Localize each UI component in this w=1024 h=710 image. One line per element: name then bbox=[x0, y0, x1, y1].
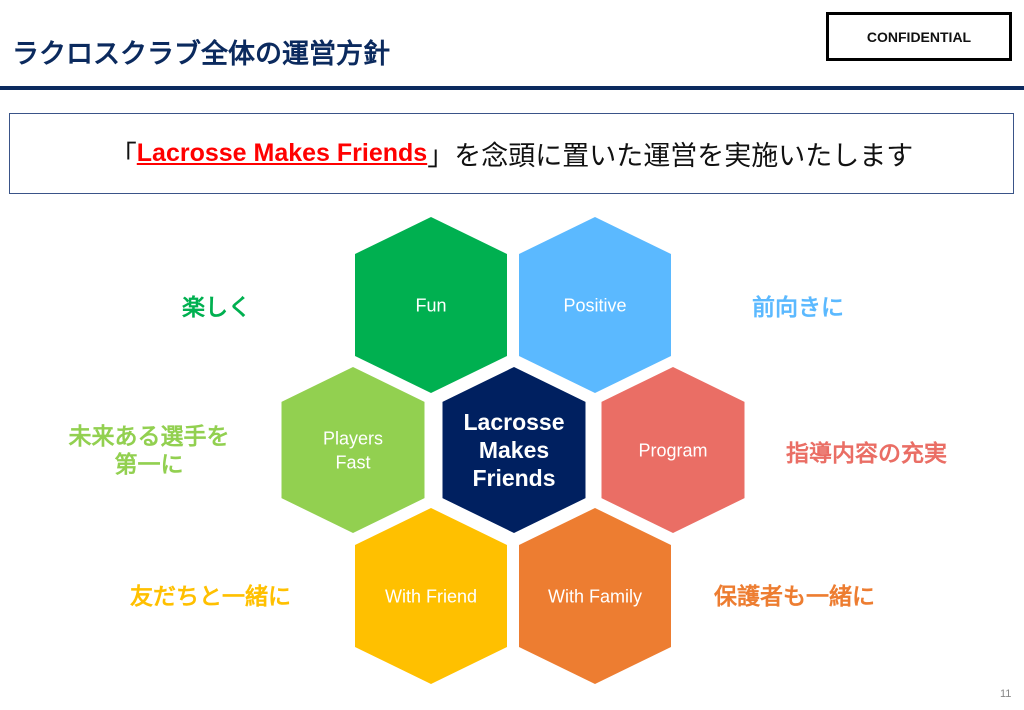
label-players-jp: 未来ある選手を 第一に bbox=[57, 423, 241, 479]
page-number: 11 bbox=[1000, 688, 1012, 700]
hexagon-label-program: Program bbox=[638, 440, 707, 460]
hexagon-players bbox=[281, 367, 425, 533]
label-players-line2: 第一に bbox=[114, 452, 184, 478]
policy-statement-box: 「Lacrosse Makes Friends」を念頭に置いた運営を実施いたしま… bbox=[9, 113, 1014, 194]
hexagon-label-fun: Fun bbox=[415, 295, 446, 315]
title-divider bbox=[0, 86, 1024, 90]
bracket-open: 「 bbox=[109, 141, 137, 172]
hexagon-family bbox=[519, 508, 671, 684]
label-family-jp: 保護者も一緒に bbox=[714, 584, 875, 610]
hexagon-positive bbox=[519, 217, 671, 393]
label-positive-jp: 前向きに bbox=[752, 295, 844, 321]
label-friend-jp: 友だちと一緒に bbox=[130, 584, 291, 610]
hexagon-label-positive: Positive bbox=[563, 295, 626, 315]
hexagon-label-friend: With Friend bbox=[385, 586, 477, 606]
slide-title: ラクロスクラブ全体の運営方針 bbox=[12, 39, 390, 70]
label-players-line1: 未来ある選手を bbox=[68, 424, 230, 450]
hexagon-program bbox=[601, 367, 745, 533]
bracket-close: 」 bbox=[427, 141, 455, 172]
hexagon-fun bbox=[355, 217, 507, 393]
label-fun-jp: 楽しく bbox=[182, 295, 251, 321]
hexagon-friend bbox=[355, 508, 507, 684]
hexagon-label-family: With Family bbox=[548, 586, 642, 606]
label-program-jp: 指導内容の充実 bbox=[786, 441, 947, 467]
hexagon-center bbox=[442, 367, 586, 533]
confidential-badge: CONFIDENTIAL bbox=[826, 12, 1012, 61]
statement-text: を念頭に置いた運営を実施いたします bbox=[454, 141, 914, 172]
slogan-highlight: Lacrosse Makes Friends bbox=[136, 139, 428, 167]
